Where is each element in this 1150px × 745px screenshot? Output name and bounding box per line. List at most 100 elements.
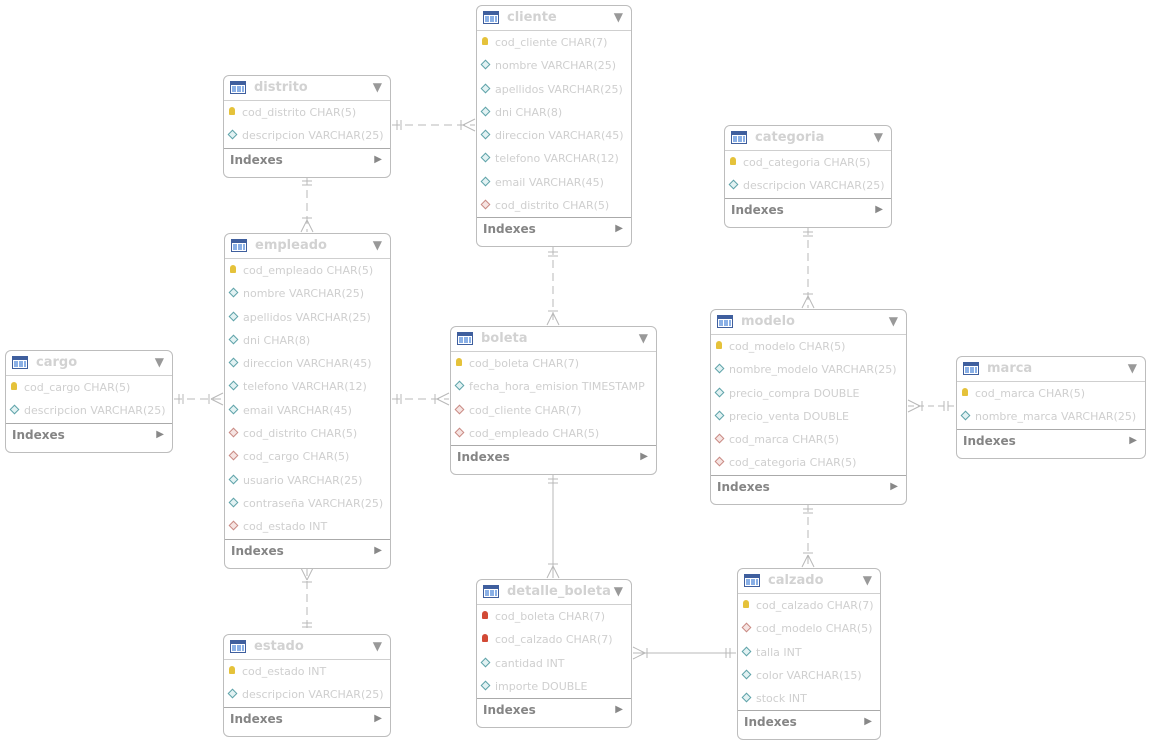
collapse-triangle-icon[interactable]: ▼ [873, 130, 883, 144]
expand-arrow-icon[interactable]: ▶ [374, 544, 382, 556]
indexes-section[interactable]: Indexes▶ [477, 698, 631, 721]
expand-arrow-icon[interactable]: ▶ [374, 712, 382, 724]
field-row[interactable]: apellidos VARCHAR(25) [477, 78, 631, 101]
table-header[interactable]: estado▼ [224, 635, 390, 660]
field-row[interactable]: cod_empleado CHAR(5) [225, 259, 390, 282]
table-boleta[interactable]: boleta▼cod_boleta CHAR(7)fecha_hora_emis… [450, 326, 657, 476]
table-modelo[interactable]: modelo▼cod_modelo CHAR(5)nombre_modelo V… [710, 309, 907, 505]
collapse-triangle-icon[interactable]: ▼ [613, 584, 623, 598]
table-header[interactable]: detalle_boleta▼ [477, 580, 631, 605]
collapse-triangle-icon[interactable]: ▼ [1127, 361, 1137, 375]
collapse-triangle-icon[interactable]: ▼ [372, 238, 382, 252]
collapse-triangle-icon[interactable]: ▼ [372, 80, 382, 94]
expand-arrow-icon[interactable]: ▶ [615, 223, 623, 235]
expand-arrow-icon[interactable]: ▶ [890, 480, 898, 492]
field-row[interactable]: cod_calzado CHAR(7) [477, 628, 631, 651]
collapse-triangle-icon[interactable]: ▼ [638, 331, 648, 345]
field-row[interactable]: cod_distrito CHAR(5) [477, 194, 631, 217]
indexes-section[interactable]: Indexes▶ [738, 710, 880, 733]
field-row[interactable]: stock INT [738, 687, 880, 710]
field-row[interactable]: apellidos VARCHAR(25) [225, 306, 390, 329]
indexes-section[interactable]: Indexes▶ [224, 706, 390, 730]
field-row[interactable]: talla INT [738, 641, 880, 664]
expand-arrow-icon[interactable]: ▶ [1129, 434, 1137, 446]
table-header[interactable]: cargo▼ [6, 351, 172, 376]
field-row[interactable]: descripcion VARCHAR(25) [224, 683, 390, 706]
table-cargo[interactable]: cargo▼cod_cargo CHAR(5)descripcion VARCH… [5, 350, 173, 453]
field-row[interactable]: cod_cliente CHAR(7) [451, 399, 656, 422]
field-row[interactable]: cod_distrito CHAR(5) [224, 101, 390, 124]
field-row[interactable]: dni CHAR(8) [225, 329, 390, 352]
field-row[interactable]: nombre VARCHAR(25) [477, 54, 631, 77]
table-marca[interactable]: marca▼cod_marca CHAR(5)nombre_marca VARC… [956, 356, 1146, 459]
field-row[interactable]: email VARCHAR(45) [225, 399, 390, 422]
field-row[interactable]: dni CHAR(8) [477, 101, 631, 124]
expand-arrow-icon[interactable]: ▶ [864, 716, 872, 728]
table-header[interactable]: boleta▼ [451, 327, 656, 352]
indexes-section[interactable]: Indexes▶ [711, 474, 906, 498]
table-cliente[interactable]: cliente▼cod_cliente CHAR(7)nombre VARCHA… [476, 5, 632, 248]
field-row[interactable]: cod_modelo CHAR(5) [738, 617, 880, 640]
field-row[interactable]: direccion VARCHAR(45) [477, 124, 631, 147]
field-row[interactable]: importe DOUBLE [477, 675, 631, 698]
table-header[interactable]: distrito▼ [224, 76, 390, 101]
field-row[interactable]: cod_cargo CHAR(5) [225, 445, 390, 468]
indexes-section[interactable]: Indexes▶ [224, 147, 390, 171]
collapse-triangle-icon[interactable]: ▼ [154, 355, 164, 369]
field-row[interactable]: cod_calzado CHAR(7) [738, 594, 880, 617]
field-row[interactable]: fecha_hora_emision TIMESTAMP [451, 375, 656, 398]
expand-arrow-icon[interactable]: ▶ [875, 203, 883, 215]
table-calzado[interactable]: calzado▼cod_calzado CHAR(7)cod_modelo CH… [737, 568, 881, 741]
table-detalle-boleta[interactable]: detalle_boleta▼cod_boleta CHAR(7)cod_cal… [476, 579, 632, 729]
field-row[interactable]: usuario VARCHAR(25) [225, 469, 390, 492]
table-header[interactable]: cliente▼ [477, 6, 631, 31]
expand-arrow-icon[interactable]: ▶ [640, 451, 648, 463]
indexes-section[interactable]: Indexes▶ [477, 217, 631, 240]
table-empleado[interactable]: empleado▼cod_empleado CHAR(5)nombre VARC… [224, 233, 391, 569]
field-row[interactable]: nombre_modelo VARCHAR(25) [711, 358, 906, 381]
expand-arrow-icon[interactable]: ▶ [374, 153, 382, 165]
field-row[interactable]: cod_empleado CHAR(5) [451, 422, 656, 445]
field-row[interactable]: cod_distrito CHAR(5) [225, 422, 390, 445]
indexes-section[interactable]: Indexes▶ [451, 445, 656, 468]
table-header[interactable]: categoria▼ [725, 126, 891, 151]
indexes-section[interactable]: Indexes▶ [725, 197, 891, 221]
field-row[interactable]: cod_estado INT [224, 660, 390, 683]
field-row[interactable]: cod_categoria CHAR(5) [725, 151, 891, 174]
table-distrito[interactable]: distrito▼cod_distrito CHAR(5)descripcion… [223, 75, 391, 178]
field-row[interactable]: descripcion VARCHAR(25) [6, 399, 172, 422]
table-header[interactable]: empleado▼ [225, 234, 390, 259]
indexes-section[interactable]: Indexes▶ [6, 422, 172, 446]
field-row[interactable]: precio_compra DOUBLE [711, 382, 906, 405]
expand-arrow-icon[interactable]: ▶ [615, 704, 623, 716]
field-row[interactable]: telefono VARCHAR(12) [477, 147, 631, 170]
field-row[interactable]: nombre_marca VARCHAR(25) [957, 405, 1145, 428]
expand-arrow-icon[interactable]: ▶ [156, 428, 164, 440]
field-row[interactable]: direccion VARCHAR(45) [225, 352, 390, 375]
field-row[interactable]: descripcion VARCHAR(25) [725, 174, 891, 197]
table-header[interactable]: calzado▼ [738, 569, 880, 594]
table-categoria[interactable]: categoria▼cod_categoria CHAR(5)descripci… [724, 125, 892, 228]
indexes-section[interactable]: Indexes▶ [225, 538, 390, 562]
field-row[interactable]: cantidad INT [477, 652, 631, 675]
collapse-triangle-icon[interactable]: ▼ [613, 10, 623, 24]
field-row[interactable]: email VARCHAR(45) [477, 171, 631, 194]
field-row[interactable]: precio_venta DOUBLE [711, 405, 906, 428]
field-row[interactable]: nombre VARCHAR(25) [225, 282, 390, 305]
field-row[interactable]: color VARCHAR(15) [738, 664, 880, 687]
field-row[interactable]: contraseña VARCHAR(25) [225, 492, 390, 515]
field-row[interactable]: cod_boleta CHAR(7) [451, 352, 656, 375]
collapse-triangle-icon[interactable]: ▼ [888, 314, 898, 328]
field-row[interactable]: cod_modelo CHAR(5) [711, 335, 906, 358]
field-row[interactable]: cod_boleta CHAR(7) [477, 605, 631, 628]
field-row[interactable]: descripcion VARCHAR(25) [224, 124, 390, 147]
indexes-section[interactable]: Indexes▶ [957, 428, 1145, 452]
field-row[interactable]: cod_marca CHAR(5) [711, 428, 906, 451]
table-header[interactable]: marca▼ [957, 357, 1145, 382]
collapse-triangle-icon[interactable]: ▼ [862, 573, 872, 587]
field-row[interactable]: telefono VARCHAR(12) [225, 375, 390, 398]
field-row[interactable]: cod_categoria CHAR(5) [711, 451, 906, 474]
collapse-triangle-icon[interactable]: ▼ [372, 639, 382, 653]
field-row[interactable]: cod_cargo CHAR(5) [6, 376, 172, 399]
